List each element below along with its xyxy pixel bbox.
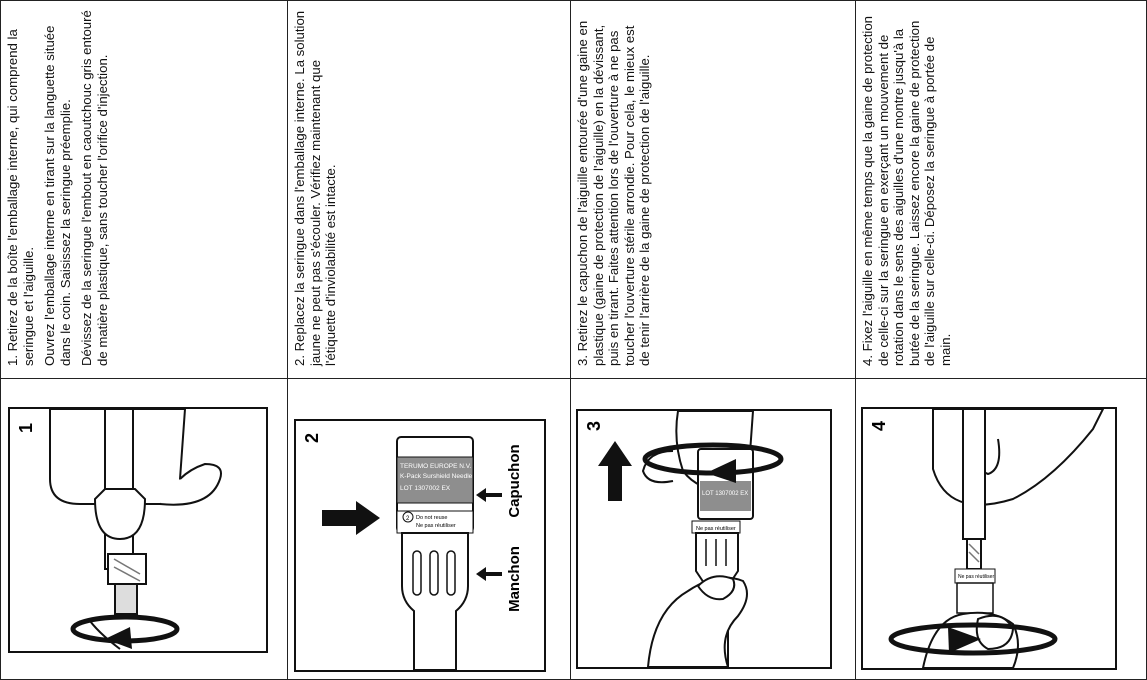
step-1-figure-number: 1 <box>16 423 36 433</box>
step-1-text-cell: 1. Retirez de la boîte l'emballage inter… <box>0 0 287 378</box>
step-4-figure-cell: 4 Ne pas réutiliser <box>855 378 1147 680</box>
step-2-text: 2. Replacez la seringue dans l'emballage… <box>288 1 349 376</box>
step-3-figure: 3 LOT 1307002 EX Ne pas réutiliser <box>576 409 832 669</box>
step-2-figure: 2 TERUMO EUROPE N.V. K-Pack Surshield Ne… <box>294 419 546 672</box>
step-2-seal-number: 2 <box>406 516 410 522</box>
step-3-seal-label: Ne pas réutiliser <box>696 526 736 532</box>
step-2-text-cell: 2. Replacez la seringue dans l'emballage… <box>287 0 570 378</box>
step-3-figure-cell: 3 LOT 1307002 EX Ne pas réutiliser <box>570 378 855 680</box>
step-2-illustration: 2 TERUMO EUROPE N.V. K-Pack Surshield Ne… <box>302 433 523 670</box>
step-3-text-cell: 3. Retirez le capuchon de l'aiguille ent… <box>570 0 855 378</box>
step-1-figure-cell: 1 <box>0 378 287 680</box>
step-4-text: 4. Fixez l'aiguille en même temps que la… <box>856 1 963 376</box>
step-1-figure: 1 <box>8 407 268 653</box>
step-3-cap-label: LOT 1307002 EX <box>702 491 748 497</box>
step-3-illustration: 3 LOT 1307002 EX Ne pas réutiliser <box>584 411 784 667</box>
label-manchon: Manchon <box>506 546 523 612</box>
label-capuchon: Capuchon <box>506 444 523 517</box>
step-4-paragraph-1: 4. Fixez l'aiguille en même temps que la… <box>860 16 953 366</box>
step-2-figure-number: 2 <box>302 433 322 443</box>
step-4-figure-number: 4 <box>869 421 889 431</box>
step-1-paragraph-1: 1. Retirez de la boîte l'emballage inter… <box>5 29 36 366</box>
step-1-paragraph-2: Ouvrez l'emballage interne en tirant sur… <box>42 25 73 366</box>
step-1-illustration: 1 <box>16 409 222 650</box>
step-4-illustration: 4 Ne pas réutiliser <box>869 409 1105 668</box>
step-4-figure: 4 Ne pas réutiliser <box>861 407 1117 670</box>
step-1-text: 1. Retirez de la boîte l'emballage inter… <box>1 1 120 376</box>
step-2-paragraph-1: 2. Replacez la seringue dans l'emballage… <box>292 10 338 366</box>
step-3-paragraph-1: 3. Retirez le capuchon de l'aiguille ent… <box>575 20 652 366</box>
step-2-figure-cell: 2 TERUMO EUROPE N.V. K-Pack Surshield Ne… <box>287 378 570 680</box>
step-3-text: 3. Retirez le capuchon de l'aiguille ent… <box>571 1 663 376</box>
step-3-figure-number: 3 <box>584 421 604 431</box>
step-1-paragraph-3: Dévissez de la seringue l'embout en caou… <box>79 10 110 366</box>
step-2-seal-line-1: Do not reuse <box>416 515 448 521</box>
step-2-cap-label-line-2: K-Pack Surshield Needle <box>400 473 473 480</box>
step-2-seal-line-2: Ne pas réutiliser <box>416 523 456 529</box>
step-2-cap-label-line-3: LOT 1307002 EX <box>400 485 451 492</box>
step-4-seal-label: Ne pas réutiliser <box>958 574 994 580</box>
step-2-cap-label-line-1: TERUMO EUROPE N.V. <box>400 463 471 470</box>
step-4-text-cell: 4. Fixez l'aiguille en même temps que la… <box>855 0 1147 378</box>
